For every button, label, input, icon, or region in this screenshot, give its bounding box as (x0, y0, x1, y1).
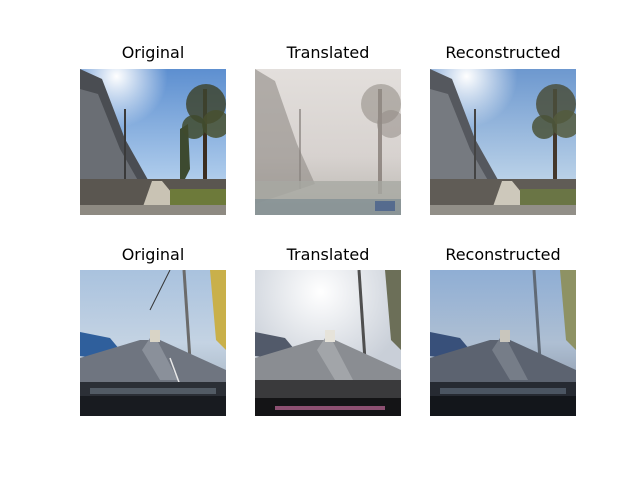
panel-title-original-1: Original (121, 43, 185, 62)
image-translated-dashcam (255, 270, 401, 416)
panel-title-reconstructed-1: Reconstructed (445, 43, 561, 62)
panel-title-translated-2: Translated (286, 245, 370, 264)
panel-title-reconstructed-2: Reconstructed (445, 245, 561, 264)
image-translated-foggy-road (255, 69, 401, 215)
image-reconstructed-foggy-dashcam (430, 270, 576, 416)
image-original-foggy-dashcam (80, 270, 226, 416)
panel-title-original-2: Original (121, 245, 185, 264)
panel-title-translated-1: Translated (286, 43, 370, 62)
image-original-sunny-road (80, 69, 226, 215)
image-reconstructed-sunny-road (430, 69, 576, 215)
